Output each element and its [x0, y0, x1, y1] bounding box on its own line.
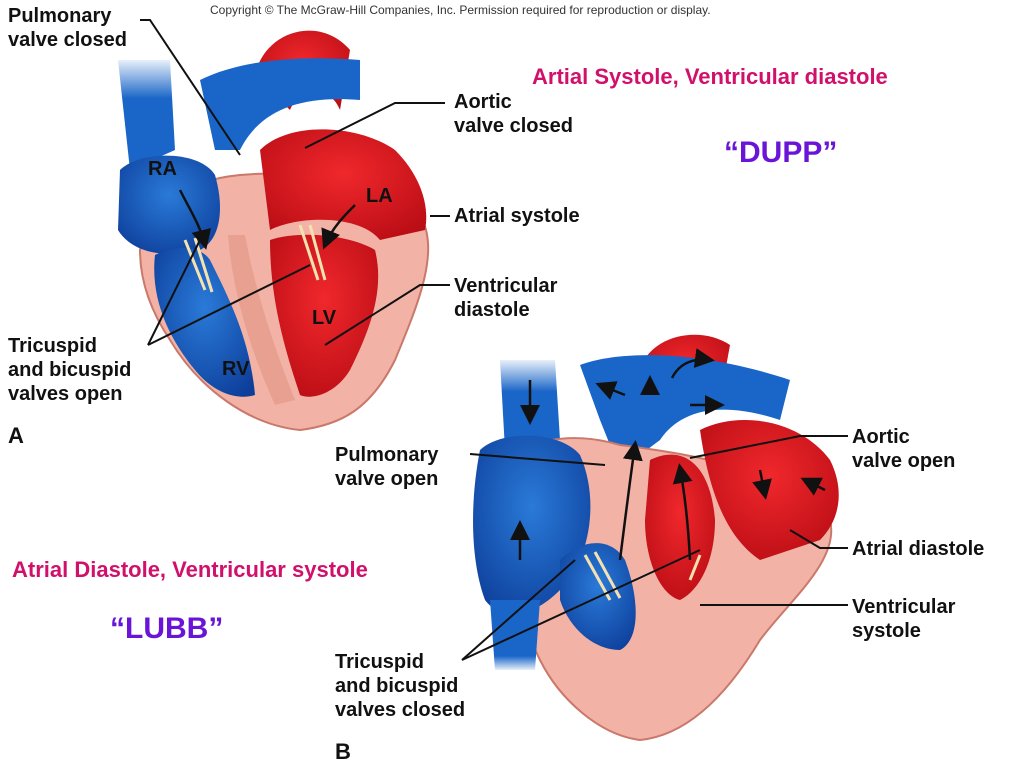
- septum-a: [228, 235, 295, 405]
- chamber-ra: RA: [148, 158, 177, 180]
- heart-a: [118, 30, 430, 432]
- av-valves-a: [183, 224, 327, 293]
- left-ventricle-a: [270, 234, 379, 397]
- leader-lines: [140, 19, 848, 661]
- pulmonary-trunk-a: [200, 58, 360, 150]
- caption-top: Artial Systole, Ventricular diastole: [532, 64, 888, 89]
- leader-pulmonary-b: [469, 453, 606, 466]
- label-pulmonary-valve-closed: Pulmonary valve closed: [8, 5, 127, 51]
- leader-atrial-b: [789, 529, 848, 549]
- leader-av-b-1: [461, 559, 576, 661]
- leader-av-a-2: [147, 264, 311, 346]
- leader-aortic-b: [689, 435, 848, 459]
- label-ventricular-diastole: Ventricular diastole: [454, 275, 558, 321]
- label-av-valves-closed: Tricuspid and bicuspid valves closed: [335, 651, 466, 721]
- copyright-text: Copyright © The McGraw-Hill Companies, I…: [210, 3, 711, 17]
- heart-b: [473, 334, 839, 742]
- chamber-rv: RV: [222, 358, 250, 380]
- sound-dupp: “DUPP”: [724, 136, 838, 169]
- chamber-lv: LV: [312, 307, 337, 329]
- sound-lubb: “LUBB”: [110, 612, 224, 645]
- leader-pulmonary-a: [140, 19, 241, 156]
- panel-letter-a: A: [8, 423, 24, 448]
- label-atrial-systole: Atrial systole: [454, 205, 580, 227]
- label-atrial-diastole: Atrial diastole: [852, 538, 985, 560]
- label-pulmonary-valve-open: Pulmonary valve open: [335, 444, 439, 490]
- caption-bottom: Atrial Diastole, Ventricular systole: [12, 557, 368, 582]
- label-aortic-valve-open: Aortic valve open: [852, 426, 956, 472]
- panel-letter-b: B: [335, 739, 351, 764]
- label-ventricular-systole: Ventricular systole: [852, 596, 956, 642]
- right-ventricle-a: [154, 248, 255, 397]
- left-atrium-a: [260, 129, 427, 240]
- leader-ventricular-a: [324, 284, 450, 346]
- label-av-valves-open: Tricuspid and bicuspid valves open: [8, 335, 132, 405]
- leader-aortic-a: [304, 102, 445, 149]
- chamber-la: LA: [366, 185, 393, 207]
- vena-cava-a: [118, 60, 175, 170]
- leader-av-b-2: [461, 549, 701, 661]
- label-aortic-valve-closed: Aortic valve closed: [454, 91, 573, 137]
- leader-av-a-1: [147, 239, 201, 346]
